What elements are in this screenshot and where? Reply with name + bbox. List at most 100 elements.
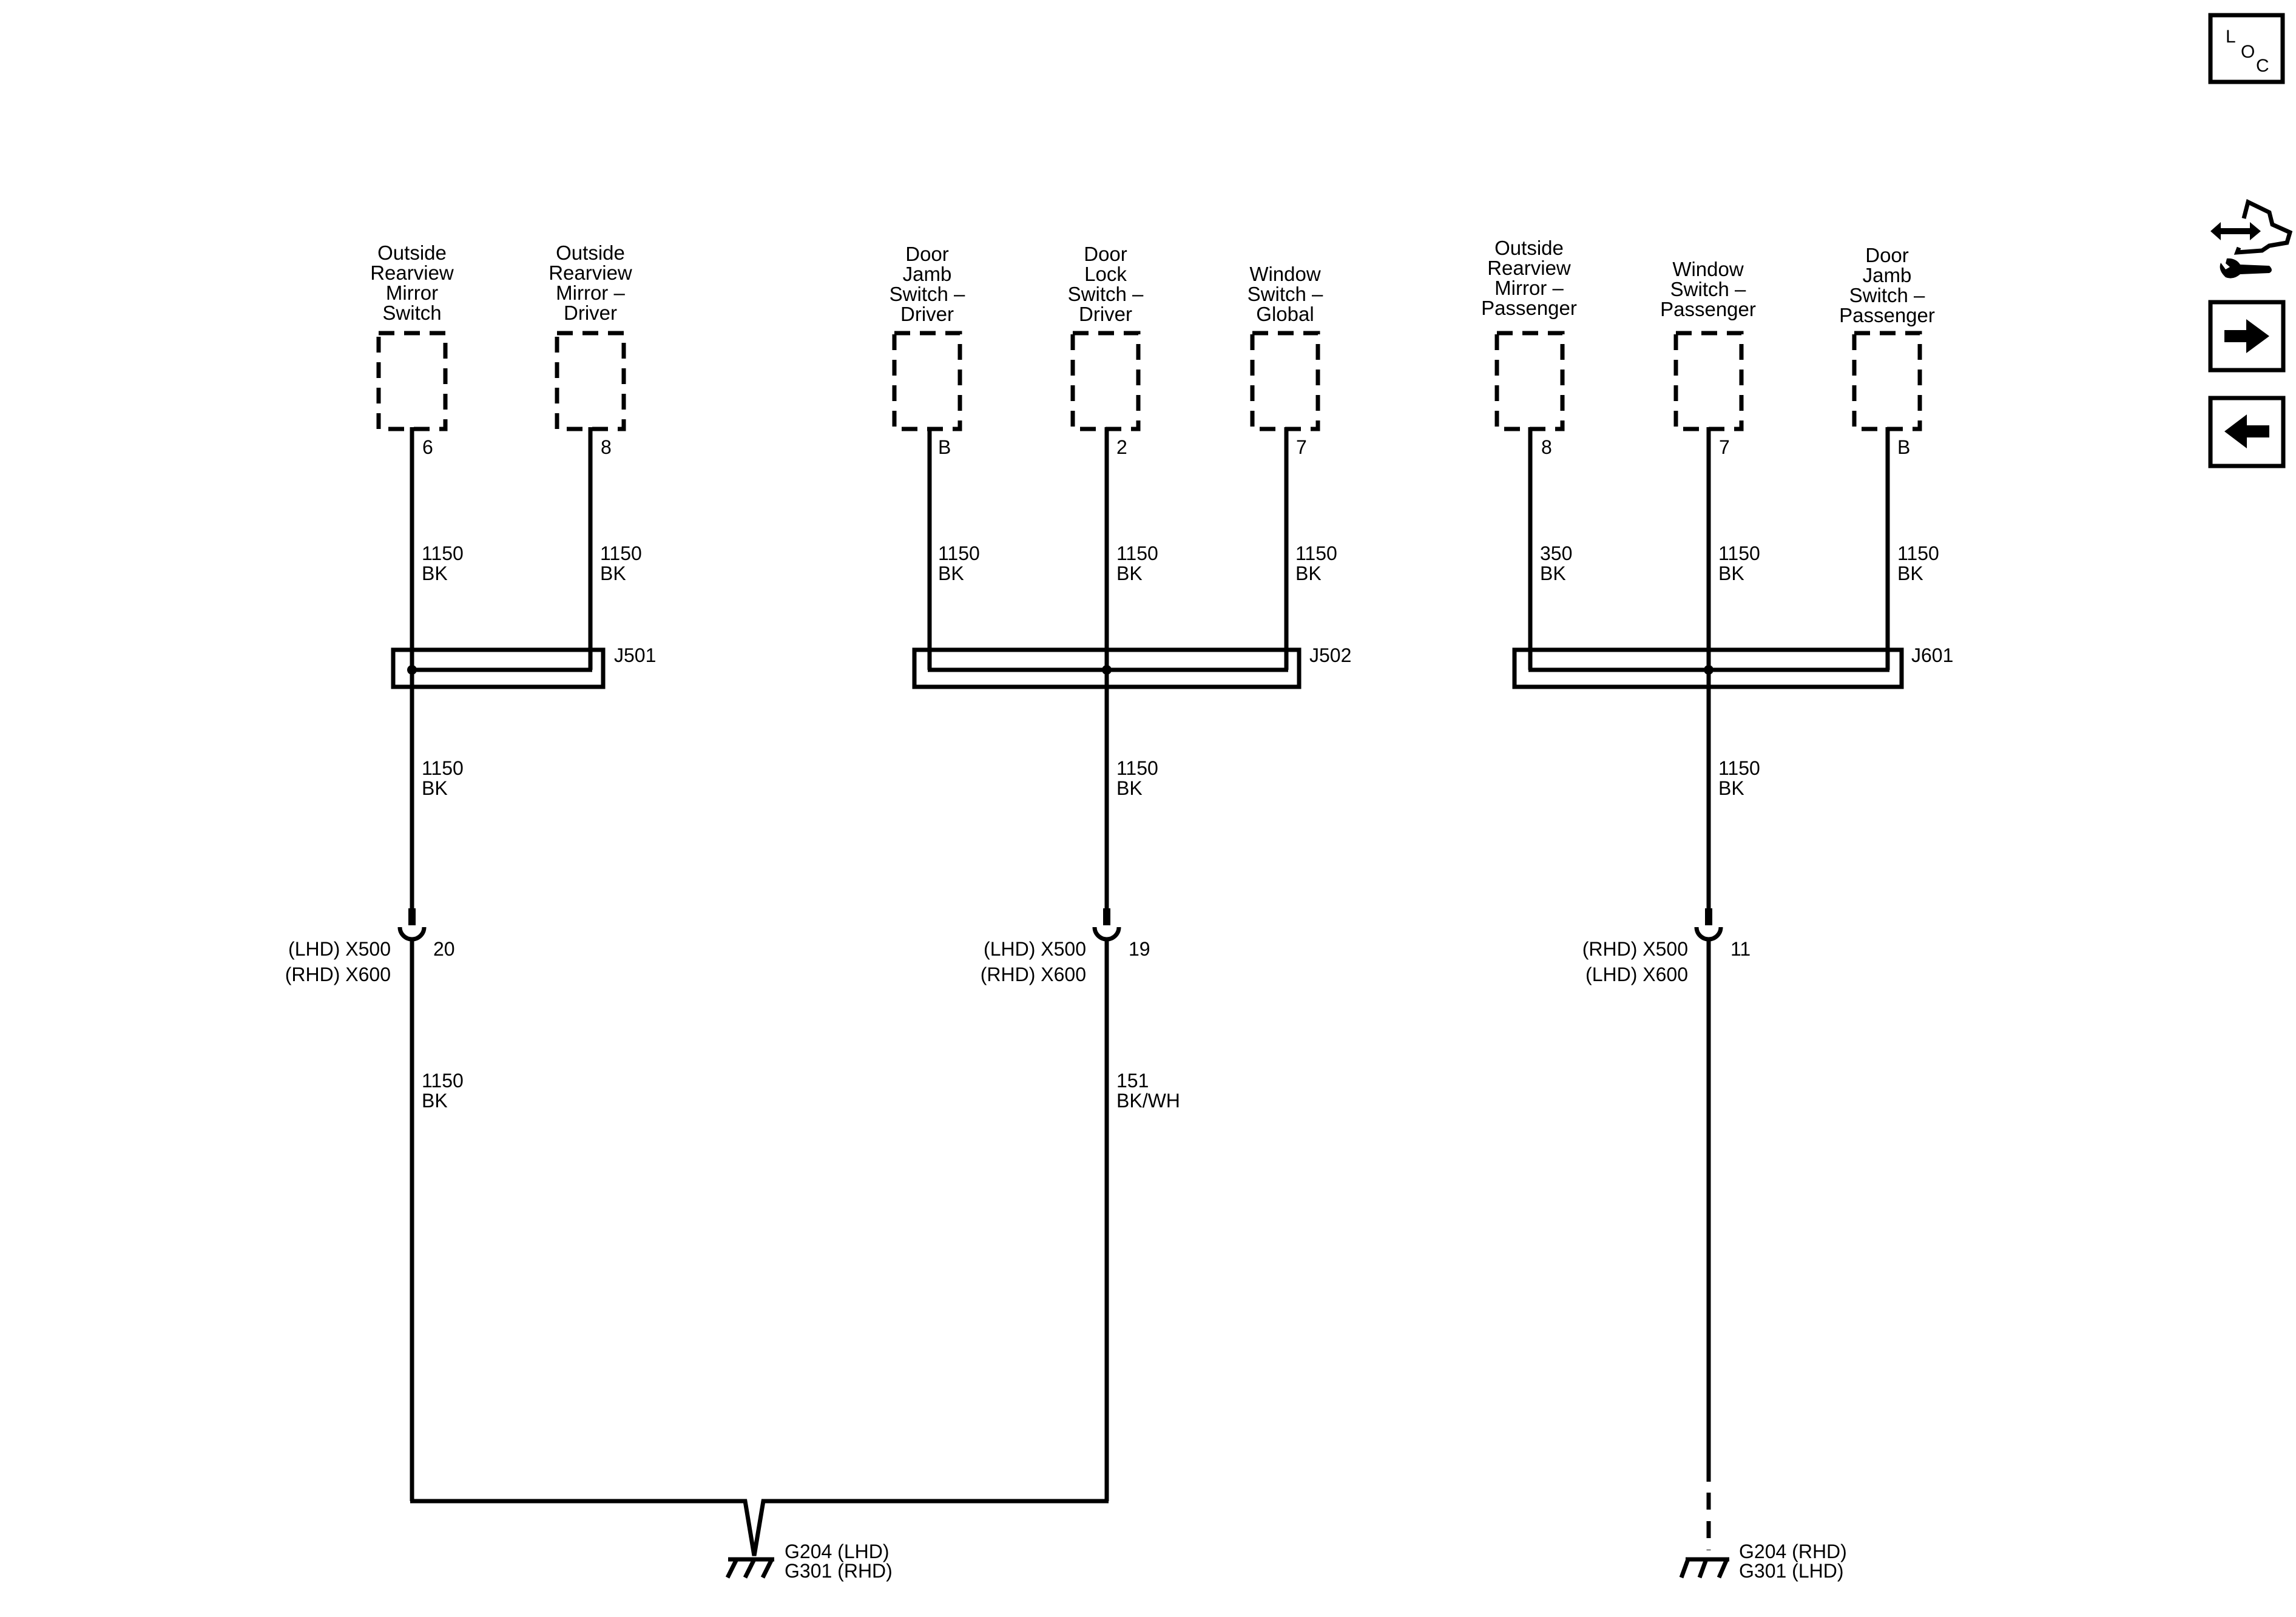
- component-views-button[interactable]: [2210, 198, 2293, 279]
- component-label-line: Window: [1249, 263, 1321, 285]
- component-label-line: Outside: [1494, 237, 1564, 259]
- wire-circuit: 1150: [1295, 542, 1337, 564]
- component-box: [1070, 331, 1141, 431]
- next-page-button[interactable]: [2208, 300, 2286, 373]
- wire-color: BK: [1540, 562, 1566, 584]
- component-label-line: Switch –: [890, 283, 965, 305]
- component-label-line: Door: [1865, 244, 1909, 266]
- component-label-line: Switch –: [1670, 278, 1746, 300]
- previous-page-button[interactable]: [2208, 396, 2286, 468]
- component-views-icon[interactable]: [2210, 198, 2293, 279]
- wire-circuit: 1150: [1718, 757, 1760, 779]
- component-label-line: Mirror –: [556, 282, 625, 304]
- connector-label: (LHD) X600: [1585, 964, 1688, 985]
- component-label-line: Mirror: [386, 282, 438, 304]
- group-left: Outside Rearview Mirror Switch 6 Outside…: [285, 241, 656, 1501]
- component-label-line: Switch: [382, 302, 441, 324]
- splice-label: J501: [614, 644, 656, 666]
- component-box: [1494, 331, 1565, 431]
- component-label-line: Switch –: [1248, 283, 1323, 305]
- component-outside-rearview-mirror-driver[interactable]: Outside Rearview Mirror – Driver 8: [549, 241, 632, 458]
- inline-connector-x500[interactable]: (RHD) X500 (LHD) X600 11: [1582, 908, 1751, 985]
- loc-letter-o: O: [2241, 42, 2255, 62]
- connector-pin: 11: [1730, 938, 1751, 960]
- wire-circuit: 1150: [600, 542, 642, 564]
- wire-circuit: 1150: [938, 542, 980, 564]
- loc-letter-l: L: [2226, 27, 2236, 47]
- component-box: [1250, 331, 1320, 431]
- connector-label: (LHD) X500: [288, 938, 391, 960]
- wire-color: BK: [422, 562, 448, 584]
- inline-connector-x500[interactable]: (LHD) X500 (RHD) X600 19: [981, 908, 1150, 985]
- ground-label: G204 (RHD): [1739, 1541, 1847, 1562]
- ground-g204-g301-rhd[interactable]: G204 (RHD) G301 (LHD): [1679, 1541, 1847, 1582]
- connector-label: (RHD) X500: [1582, 938, 1688, 960]
- component-door-jamb-switch-passenger[interactable]: Door Jamb Switch – Passenger B: [1839, 244, 1935, 458]
- connector-label: (LHD) X500: [984, 938, 1086, 960]
- component-box: [1852, 331, 1922, 431]
- pin-number: 7: [1296, 436, 1307, 458]
- connector-label: (RHD) X600: [981, 964, 1086, 985]
- loc-letter-c: C: [2256, 56, 2269, 76]
- ground-g204-g301-lhd[interactable]: G204 (LHD) G301 (RHD): [725, 1541, 893, 1582]
- wire-color: BK: [1295, 562, 1322, 584]
- splice-dot: [1704, 665, 1714, 675]
- component-box: [892, 331, 962, 431]
- ground-label: G301 (LHD): [1739, 1560, 1844, 1582]
- wire-circuit: 151: [1116, 1070, 1149, 1092]
- component-label-line: Mirror –: [1494, 277, 1564, 299]
- inline-connector-x500[interactable]: (LHD) X500 (RHD) X600 20: [285, 908, 455, 985]
- component-label-line: Rearview: [1487, 257, 1571, 279]
- group-right: Outside Rearview Mirror – Passenger 8 Wi…: [1481, 237, 1953, 1550]
- loc-icon[interactable]: [2208, 13, 2285, 84]
- component-label-line: Switch –: [1849, 284, 1925, 306]
- wire-color: BK: [1116, 562, 1143, 584]
- pin-number: 8: [1541, 436, 1552, 458]
- component-label-line: Outside: [377, 241, 447, 264]
- wire-color: BK: [1116, 777, 1143, 799]
- component-door-jamb-switch-driver[interactable]: Door Jamb Switch – Driver B: [890, 243, 965, 458]
- splice-dot: [1102, 665, 1112, 675]
- component-label-line: Jamb: [903, 263, 952, 285]
- ground-label: G204 (LHD): [785, 1541, 890, 1562]
- wire-color: BK: [938, 562, 964, 584]
- component-label-line: Door: [905, 243, 949, 265]
- connector-pin: 20: [433, 938, 455, 960]
- ground-bus[interactable]: [410, 1499, 1109, 1556]
- arrow-right-icon: [2224, 319, 2269, 353]
- loc-button[interactable]: L O C: [2208, 13, 2285, 84]
- group-middle: Door Jamb Switch – Driver B Door Lock Sw…: [890, 243, 1351, 1501]
- wire-color: BK/WH: [1116, 1090, 1180, 1112]
- wire-circuit: 1150: [1116, 542, 1158, 564]
- previous-page-box[interactable]: [2208, 396, 2286, 468]
- wire-circuit: 1150: [422, 1070, 464, 1092]
- component-label-line: Passenger: [1839, 304, 1935, 326]
- component-label-line: Rearview: [370, 262, 454, 284]
- component-label-line: Driver: [900, 303, 954, 325]
- component-label-line: Rearview: [549, 262, 632, 284]
- component-outside-rearview-mirror-passenger[interactable]: Outside Rearview Mirror – Passenger 8: [1481, 237, 1577, 458]
- component-label-line: Window: [1672, 258, 1744, 280]
- splice-label: J502: [1309, 644, 1351, 666]
- component-label-line: Switch –: [1068, 283, 1144, 305]
- wire-circuit: 1150: [1897, 542, 1939, 564]
- component-label-line: Door: [1084, 243, 1127, 265]
- wire-color: BK: [422, 1090, 448, 1112]
- component-box: [376, 331, 448, 431]
- wire-circuit: 350: [1540, 542, 1572, 564]
- pin-number: 8: [601, 436, 612, 458]
- splice-dot: [407, 665, 417, 675]
- wire-color: BK: [1718, 562, 1744, 584]
- component-label-line: Driver: [564, 302, 617, 324]
- wire-color: BK: [1897, 562, 1923, 584]
- splice-pack-j501[interactable]: [391, 647, 606, 689]
- connector-pin: 19: [1129, 938, 1150, 960]
- wire-circuit: 1150: [1116, 757, 1158, 779]
- component-outside-rearview-mirror-switch[interactable]: Outside Rearview Mirror Switch 6: [370, 241, 454, 458]
- component-door-lock-switch-driver[interactable]: Door Lock Switch – Driver 2: [1068, 243, 1144, 458]
- wire-color: BK: [600, 562, 626, 584]
- splice-pack-j601[interactable]: [1512, 647, 1904, 689]
- component-label-line: Jamb: [1863, 264, 1912, 286]
- splice-pack-j502[interactable]: [912, 647, 1302, 689]
